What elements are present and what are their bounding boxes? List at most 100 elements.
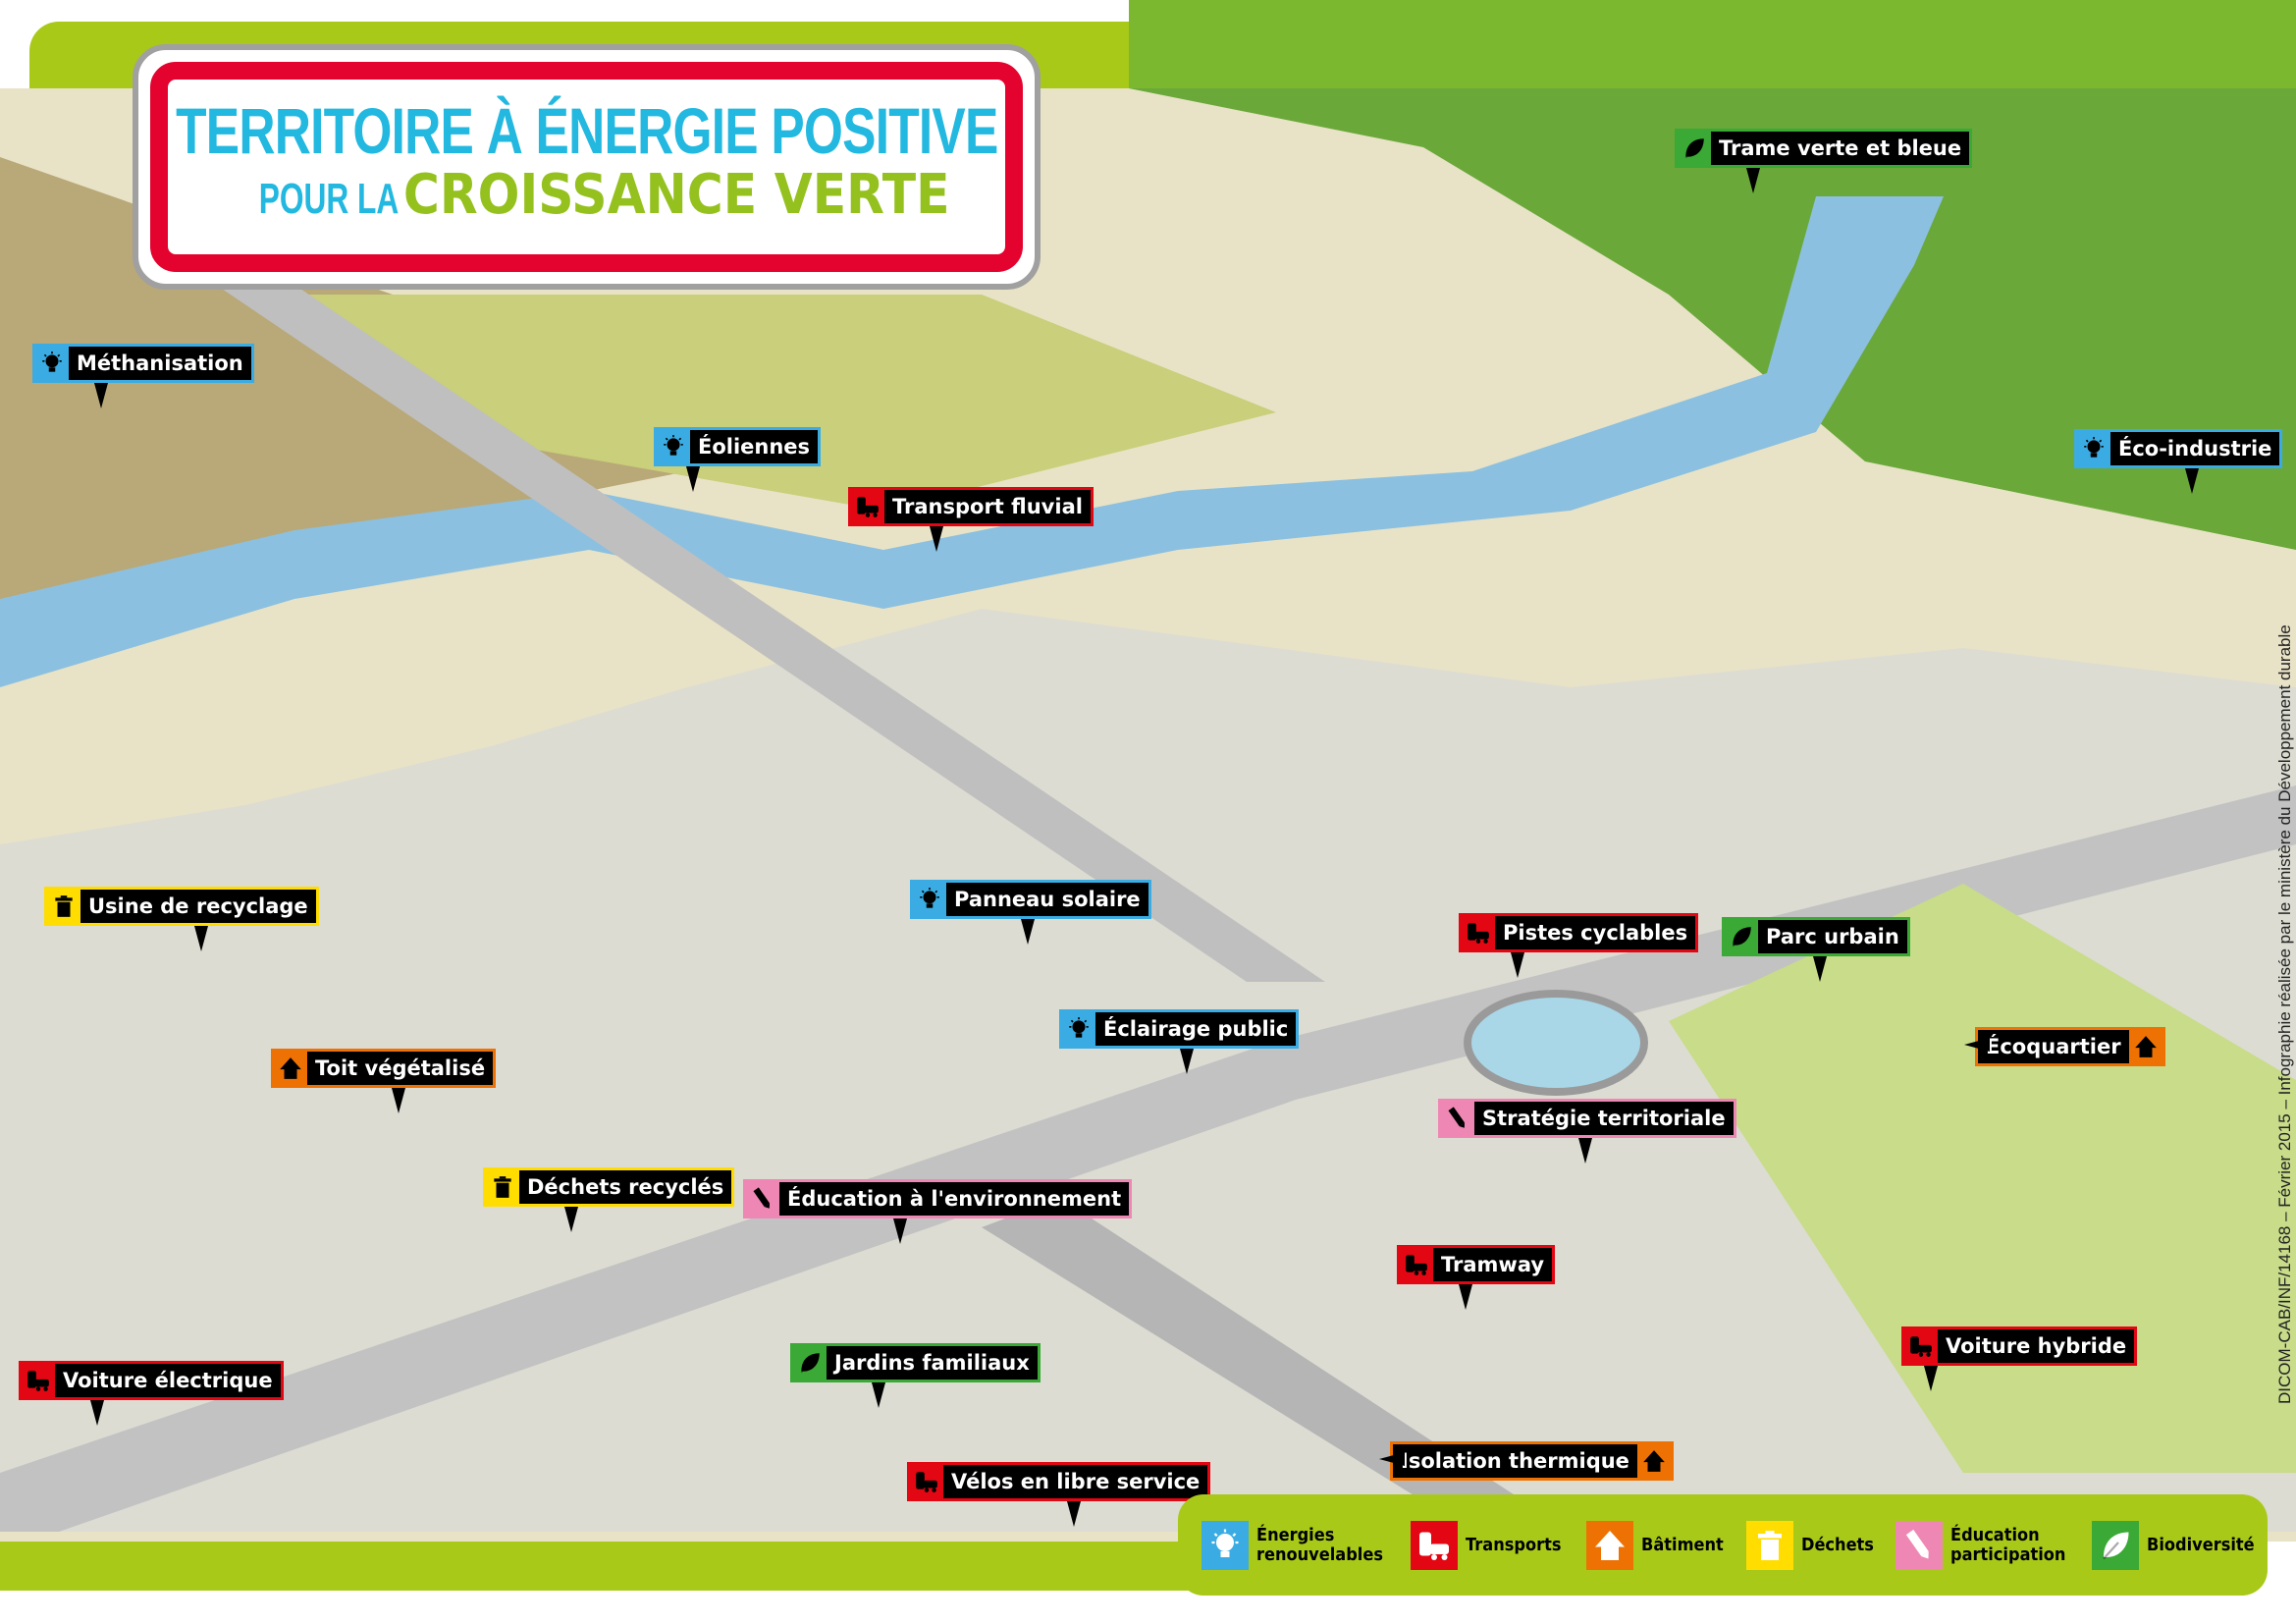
map-label: Transport fluvial bbox=[848, 487, 1094, 552]
label-pointer bbox=[2185, 468, 2199, 494]
label-text: Panneau solaire bbox=[954, 888, 1141, 911]
map-label: Jardins familiaux bbox=[790, 1343, 1041, 1408]
label-icon bbox=[793, 1346, 827, 1380]
map-label: Usine de recyclage bbox=[44, 887, 319, 951]
map-label: Stratégie territoriale bbox=[1438, 1099, 1736, 1164]
label-pointer bbox=[1924, 1366, 1938, 1391]
label-text: Éclairage public bbox=[1103, 1017, 1289, 1041]
lightbulb-icon bbox=[664, 435, 683, 456]
legend-swatch bbox=[2092, 1520, 2140, 1570]
label-text: Vélos en libre service bbox=[951, 1470, 1201, 1493]
map-label: Éducation à l'environnement bbox=[743, 1179, 1133, 1244]
top-right-green-band bbox=[1129, 0, 2296, 93]
label-pointer bbox=[1459, 1284, 1472, 1310]
lightbulb-icon bbox=[1069, 1017, 1089, 1038]
label-text: Déchets recyclés bbox=[527, 1175, 724, 1199]
label-icon bbox=[1904, 1329, 1938, 1363]
pencil-icon bbox=[1448, 1107, 1466, 1128]
label-pointer bbox=[930, 526, 943, 552]
legend-item-education: Éducation participation bbox=[1895, 1520, 2079, 1570]
credit-text: DICOM-CAB/INF/14168 – Février 2015 – Inf… bbox=[2275, 624, 2294, 1404]
map-label: Toit végétalisé bbox=[271, 1049, 497, 1113]
label-text: Trame verte et bleue bbox=[1719, 136, 1962, 160]
label-pointer bbox=[1578, 1138, 1592, 1164]
label-text: Méthanisation bbox=[77, 352, 243, 375]
label-pointer bbox=[893, 1218, 907, 1244]
label-pointer bbox=[90, 1400, 104, 1426]
legend-swatch bbox=[1585, 1520, 1633, 1570]
bus-car-icon bbox=[1910, 1336, 1932, 1357]
label-icon bbox=[746, 1182, 779, 1216]
label-icon bbox=[1462, 916, 1495, 949]
pencil-icon bbox=[753, 1187, 771, 1209]
label-icon bbox=[657, 430, 690, 463]
label-text: Voiture électrique bbox=[63, 1369, 273, 1392]
legend-label: Éducation participation bbox=[1949, 1524, 2066, 1565]
leaf-icon bbox=[1732, 927, 1751, 947]
map-label: Éoliennes bbox=[654, 427, 822, 492]
trash-icon bbox=[494, 1176, 511, 1198]
house-icon bbox=[280, 1057, 301, 1079]
legend-item-waste: Déchets bbox=[1745, 1520, 1882, 1570]
label-text: Parc urbain bbox=[1766, 925, 1899, 948]
map-label: Écoquartier bbox=[1964, 1027, 2165, 1066]
map-label: Tramway bbox=[1397, 1245, 1556, 1310]
leaf-icon bbox=[1684, 138, 1704, 159]
label-icon bbox=[35, 347, 69, 380]
house-icon bbox=[1594, 1530, 1625, 1560]
label-pointer bbox=[1379, 1452, 1405, 1466]
label-text: Toit végétalisé bbox=[315, 1056, 486, 1080]
pencil-icon bbox=[1905, 1529, 1929, 1559]
legend-item-energy: Énergies renouvelables bbox=[1201, 1520, 1397, 1570]
label-icon bbox=[910, 1465, 943, 1498]
forest-area bbox=[1129, 88, 2296, 550]
fountain-roundabout bbox=[1464, 990, 1648, 1096]
label-icon bbox=[2077, 432, 2110, 465]
label-icon bbox=[47, 890, 80, 923]
label-text: Usine de recyclage bbox=[88, 894, 308, 918]
map-label: Parc urbain bbox=[1722, 917, 1910, 982]
title-prefix: POUR LA bbox=[258, 174, 399, 223]
legend-label: Biodiversité bbox=[2147, 1534, 2256, 1555]
map-label: Voiture électrique bbox=[19, 1361, 284, 1426]
legend-label: Énergies renouvelables bbox=[1256, 1524, 1383, 1565]
map-label: Éco-industrie bbox=[2074, 429, 2283, 494]
fields bbox=[294, 295, 1276, 511]
label-text: Jardins familiaux bbox=[834, 1351, 1030, 1375]
main-road bbox=[0, 785, 2296, 1532]
map-label: Pistes cyclables bbox=[1459, 913, 1699, 978]
map-label: Voiture hybride bbox=[1901, 1326, 2138, 1391]
lightbulb-icon bbox=[1211, 1529, 1239, 1557]
legend-label: Bâtiment bbox=[1640, 1534, 1724, 1555]
title-sign: TERRITOIRE À ÉNERGIE POSITIVE POUR LA CR… bbox=[133, 44, 1041, 290]
legend-label: Transports bbox=[1466, 1534, 1562, 1555]
lightbulb-icon bbox=[2084, 437, 2104, 458]
label-pointer bbox=[392, 1088, 405, 1113]
label-pointer bbox=[686, 466, 700, 492]
label-icon bbox=[22, 1364, 55, 1397]
map-label: Isolation thermique bbox=[1379, 1441, 1674, 1481]
lightbulb-icon bbox=[42, 352, 62, 372]
label-icon bbox=[1725, 920, 1758, 953]
map-label: Vélos en libre service bbox=[907, 1462, 1211, 1527]
map-label: Panneau solaire bbox=[910, 880, 1151, 945]
label-pointer bbox=[872, 1382, 885, 1408]
title-line-1: TERRITOIRE À ÉNERGIE POSITIVE bbox=[175, 93, 998, 167]
label-text: Isolation thermique bbox=[1401, 1449, 1629, 1473]
trash-icon bbox=[1757, 1530, 1782, 1560]
leaf-icon bbox=[2103, 1532, 2129, 1559]
title-main: CROISSANCE VERTE bbox=[402, 162, 950, 227]
bus-car-icon bbox=[1406, 1255, 1427, 1275]
label-icon bbox=[851, 490, 884, 523]
label-icon bbox=[1678, 132, 1711, 165]
label-text: Écoquartier bbox=[1986, 1035, 2121, 1058]
bus-car-icon bbox=[857, 497, 879, 517]
legend-swatch bbox=[1201, 1520, 1249, 1570]
label-icon bbox=[1441, 1102, 1474, 1135]
house-icon bbox=[2134, 1036, 2157, 1057]
label-text: Stratégie territoriale bbox=[1482, 1107, 1726, 1130]
leaf-icon bbox=[800, 1353, 820, 1374]
label-icon bbox=[913, 883, 946, 916]
bus-car-icon bbox=[27, 1371, 49, 1391]
